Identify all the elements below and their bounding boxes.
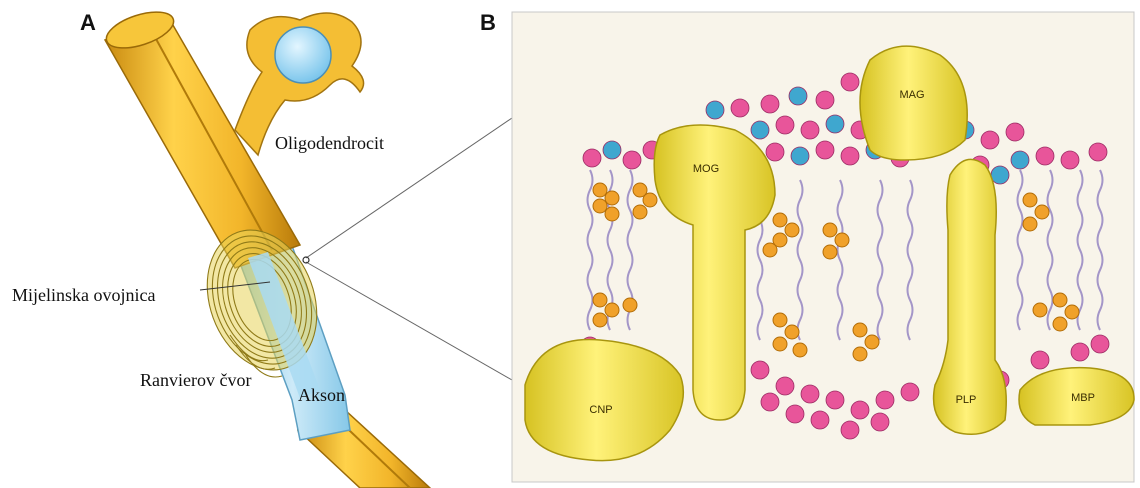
zoom-line-bottom <box>306 262 512 380</box>
label-plp: PLP <box>956 394 977 406</box>
label-oligodendrocyte: Oligodendrocit <box>275 133 384 154</box>
panel-a-letter: A <box>80 10 96 36</box>
panel-b-illustration: MAG MOG PLP CNP MBP <box>512 12 1134 482</box>
panel-a-illustration <box>102 5 512 488</box>
label-myelin-sheath: Mijelinska ovojnica <box>12 285 155 306</box>
label-cnp: CNP <box>589 404 612 416</box>
panel-b-letter: B <box>480 10 496 36</box>
label-node-of-ranvier: Ranvierov čvor <box>140 370 251 391</box>
label-mag: MAG <box>899 89 924 101</box>
label-mog: MOG <box>693 163 719 175</box>
label-axon: Akson <box>298 385 345 406</box>
label-mbp: MBP <box>1071 392 1095 404</box>
